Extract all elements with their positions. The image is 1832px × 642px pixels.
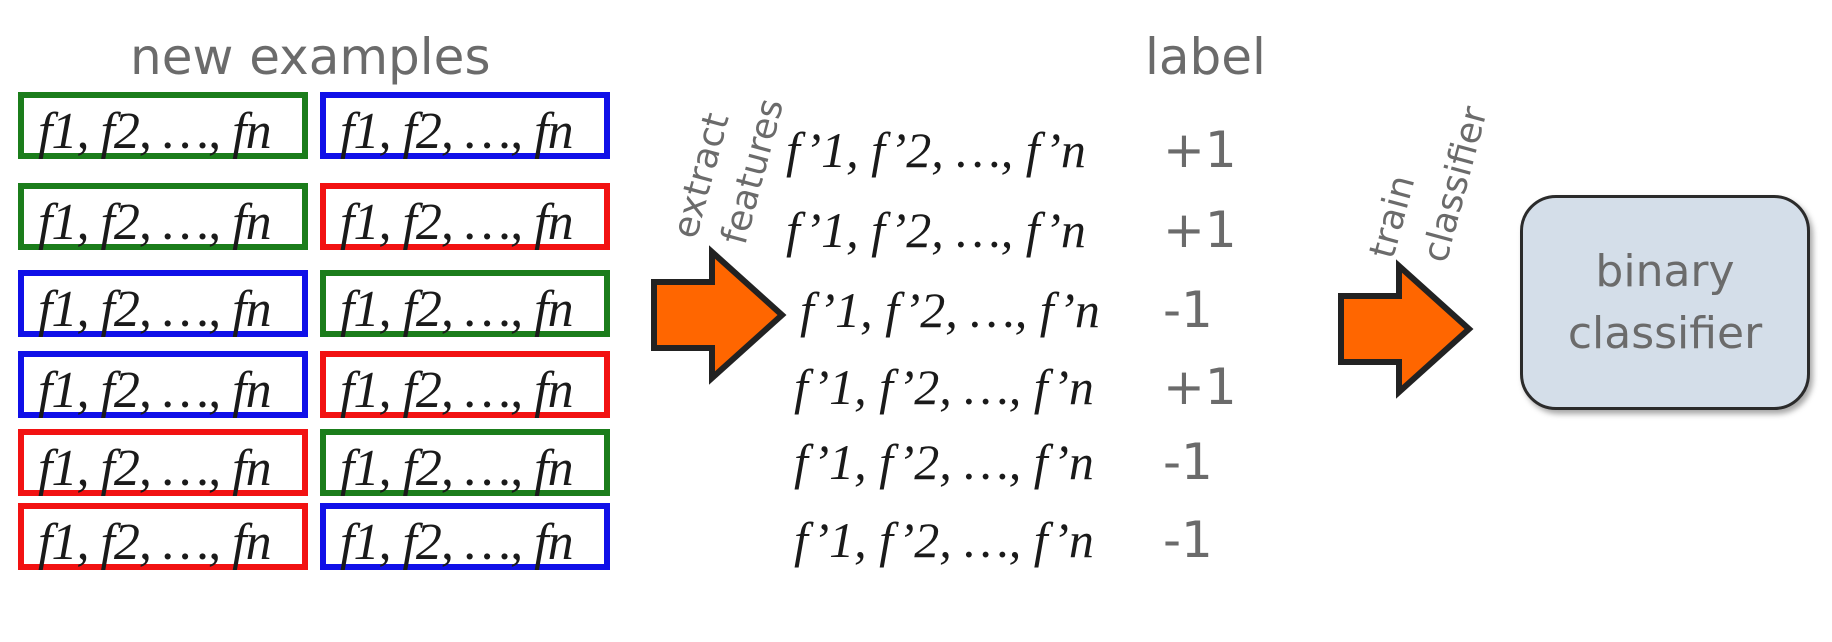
example-features-text: f1, f2, …, fn: [38, 281, 272, 338]
example-box: f1, f2, …, fn: [320, 270, 610, 338]
label-value: +1: [1163, 201, 1237, 259]
feature-vector-text: f’1, f’2, …, f’n: [786, 122, 1086, 178]
example-box: f1, f2, …, fn: [320, 503, 610, 571]
classifier-label: classifier: [1415, 102, 1496, 267]
example-features-text: f1, f2, …, fn: [340, 281, 574, 338]
example-box: f1, f2, …, fn: [320, 183, 610, 251]
example-box: f1, f2, …, fn: [320, 92, 610, 160]
example-features-text: f1, f2, …, fn: [340, 440, 574, 497]
example-features-text: f1, f2, …, fn: [38, 440, 272, 497]
label-value: -1: [1163, 281, 1213, 339]
feature-vector-text: f’1, f’2, …, f’n: [794, 359, 1094, 415]
feature-vector-text: f’1, f’2, …, f’n: [794, 434, 1094, 490]
extract-features-arrow-icon: [651, 245, 787, 385]
example-features-text: f1, f2, …, fn: [340, 362, 574, 419]
example-features-text: f1, f2, …, fn: [340, 103, 574, 160]
train-label: train: [1362, 171, 1424, 263]
example-box: f1, f2, …, fn: [18, 183, 308, 251]
example-box: f1, f2, …, fn: [320, 351, 610, 419]
example-box: f1, f2, …, fn: [320, 429, 610, 497]
classifier-line-2: classifier: [1567, 307, 1763, 359]
example-box: f1, f2, …, fn: [18, 351, 308, 419]
binary-classifier-box: binary classifier: [1520, 195, 1810, 410]
train-classifier-arrow-icon: [1338, 259, 1474, 399]
example-box: f1, f2, …, fn: [18, 503, 308, 571]
example-box: f1, f2, …, fn: [18, 429, 308, 497]
feature-vector-text: f’1, f’2, …, f’n: [786, 202, 1086, 258]
feature-vector-text: f’1, f’2, …, f’n: [794, 512, 1094, 568]
label-value: -1: [1163, 511, 1213, 569]
label-value: +1: [1163, 358, 1237, 416]
example-features-text: f1, f2, …, fn: [38, 514, 272, 571]
new-examples-heading: new examples: [130, 28, 491, 86]
example-box: f1, f2, …, fn: [18, 92, 308, 160]
example-features-text: f1, f2, …, fn: [340, 514, 574, 571]
example-features-text: f1, f2, …, fn: [38, 103, 272, 160]
label-value: -1: [1163, 433, 1213, 491]
feature-vector-text: f’1, f’2, …, f’n: [800, 282, 1100, 338]
classifier-line-1: binary: [1595, 245, 1735, 297]
label-value: +1: [1163, 121, 1237, 179]
example-features-text: f1, f2, …, fn: [340, 194, 574, 251]
example-features-text: f1, f2, …, fn: [38, 362, 272, 419]
example-features-text: f1, f2, …, fn: [38, 194, 272, 251]
example-box: f1, f2, …, fn: [18, 270, 308, 338]
label-heading: label: [1145, 28, 1266, 86]
